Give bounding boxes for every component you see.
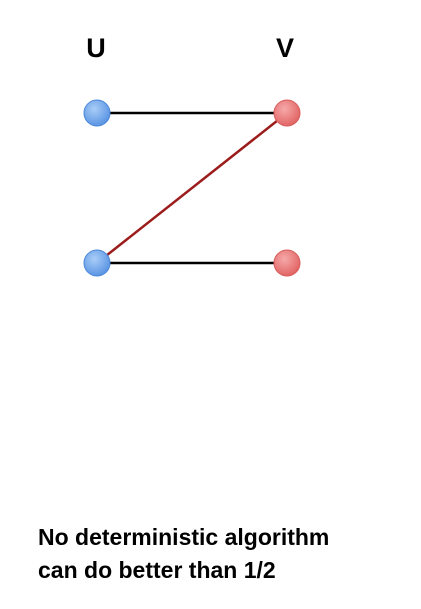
caption: No deterministic algorithm can do better… <box>38 521 418 587</box>
edge-u2-v1 <box>96 112 288 264</box>
node-u1 <box>83 99 111 127</box>
set-label-u: U <box>86 33 106 63</box>
node-u2 <box>83 249 111 277</box>
node-v2 <box>273 249 301 277</box>
node-v1 <box>273 99 301 127</box>
caption-line-2: can do better than 1/2 <box>38 557 276 583</box>
caption-line-1: No deterministic algorithm <box>38 524 330 550</box>
set-label-v: V <box>276 33 294 63</box>
